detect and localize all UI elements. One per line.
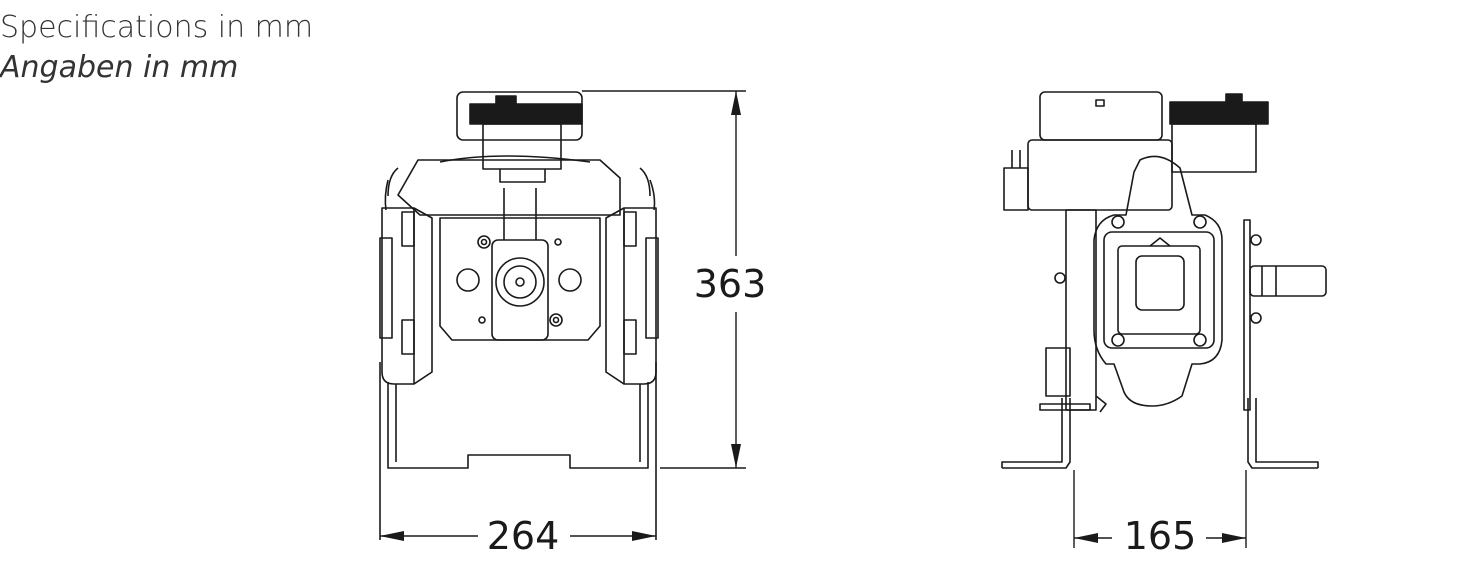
front-height-dimension bbox=[582, 90, 746, 469]
heading: Specifications in mm Angaben in mm bbox=[0, 8, 313, 88]
front-view bbox=[379, 91, 659, 540]
heading-german: Angaben in mm bbox=[0, 50, 239, 85]
front-width-label: 264 bbox=[487, 514, 560, 558]
front-width-dimension bbox=[380, 531, 656, 541]
side-view bbox=[1001, 91, 1327, 469]
side-knurled-knob bbox=[1169, 101, 1269, 125]
side-width-dimension bbox=[1073, 470, 1247, 548]
side-width-label: 165 bbox=[1124, 514, 1197, 558]
knurled-knob bbox=[469, 103, 583, 125]
heading-english: Specifications in mm bbox=[0, 10, 314, 45]
front-height-label: 363 bbox=[694, 262, 767, 306]
